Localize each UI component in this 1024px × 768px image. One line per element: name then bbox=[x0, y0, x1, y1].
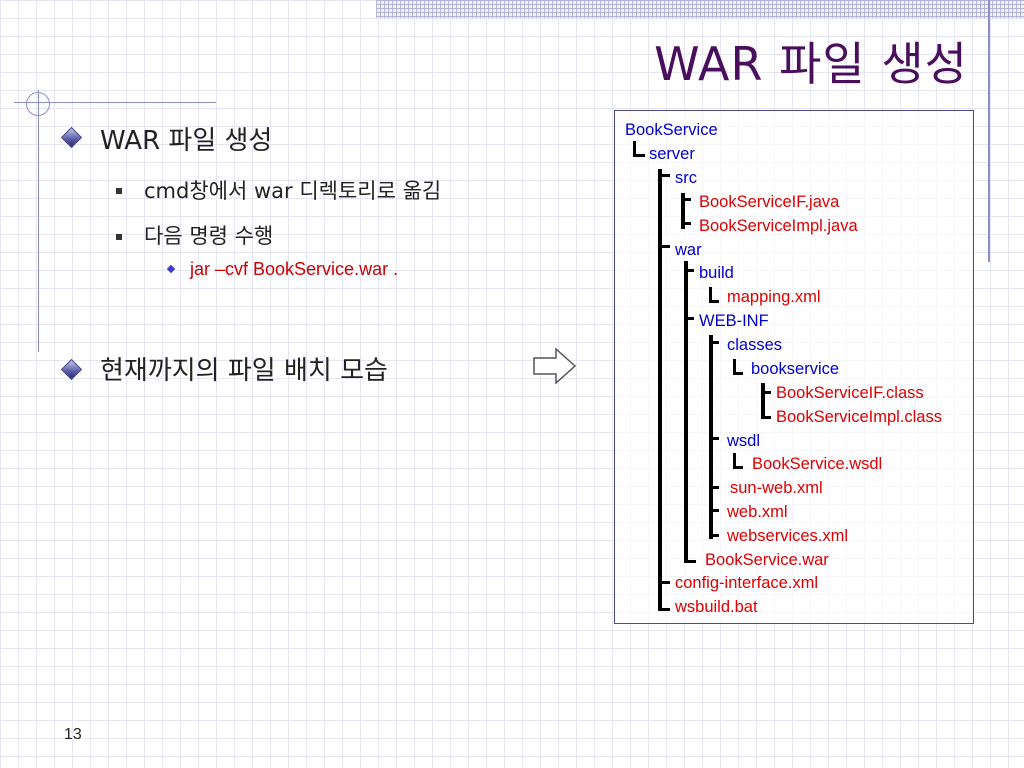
tree-classes: classes bbox=[727, 336, 783, 354]
diamond-bullet-icon bbox=[60, 126, 83, 149]
diamond-bullet-icon bbox=[60, 358, 83, 381]
tree-connector bbox=[633, 154, 645, 157]
tree-connector bbox=[761, 391, 771, 394]
crosshair-circle-icon bbox=[26, 92, 50, 116]
jar-command: jar –cvf BookService.war . bbox=[190, 259, 399, 279]
tree-connector bbox=[761, 383, 765, 419]
tree-connector bbox=[681, 198, 691, 201]
tree-root: BookService bbox=[625, 121, 718, 139]
left-accent-vline bbox=[38, 90, 39, 352]
tree-wsdl: wsdl bbox=[727, 432, 761, 450]
square-bullet-icon bbox=[116, 234, 122, 240]
tree-connector bbox=[733, 359, 736, 375]
file-tree-box: BookService server src BookServiceIF.jav… bbox=[614, 110, 974, 624]
bullet-file-layout: 현재까지의 파일 배치 모습 bbox=[100, 356, 388, 386]
tree-connector bbox=[658, 245, 670, 248]
right-arrow-icon bbox=[533, 347, 577, 385]
bullet-run-command: 다음 명령 수행 bbox=[144, 224, 274, 248]
tree-connector bbox=[658, 608, 670, 611]
tree-cls-if: BookServiceIF.class bbox=[776, 384, 924, 402]
tree-mapping: mapping.xml bbox=[727, 288, 821, 306]
tree-connector bbox=[658, 174, 670, 177]
tree-webservices: webservices.xml bbox=[727, 527, 849, 545]
tree-connector bbox=[709, 287, 712, 303]
small-diamond-bullet-icon bbox=[166, 264, 176, 274]
left-accent-hline bbox=[14, 102, 216, 103]
top-pattern-band bbox=[376, 0, 1024, 18]
tree-connector bbox=[681, 193, 685, 229]
tree-server: server bbox=[649, 145, 695, 163]
tree-webinf: WEB-INF bbox=[699, 312, 769, 330]
tree-sunweb: sun-web.xml bbox=[730, 479, 823, 497]
tree-connector bbox=[709, 534, 719, 537]
slide-title: WAR 파일 생성 bbox=[654, 37, 968, 91]
tree-cls-impl: BookServiceImpl.class bbox=[776, 408, 942, 426]
tree-connector bbox=[709, 341, 719, 344]
tree-wsbuild: wsbuild.bat bbox=[675, 598, 758, 616]
tree-wsdl-file: BookService.wsdl bbox=[752, 455, 883, 473]
tree-connector bbox=[658, 581, 670, 584]
tree-connector bbox=[684, 269, 694, 272]
tree-webxml: web.xml bbox=[727, 503, 788, 521]
tree-src: src bbox=[675, 169, 697, 187]
tree-connector bbox=[709, 300, 719, 303]
right-accent-line bbox=[988, 0, 990, 262]
tree-connector bbox=[633, 141, 636, 157]
tree-connector bbox=[761, 416, 771, 419]
tree-warfile: BookService.war bbox=[705, 551, 829, 569]
square-bullet-icon bbox=[116, 188, 122, 194]
tree-connector bbox=[684, 317, 694, 320]
tree-connector bbox=[684, 560, 696, 563]
tree-connector bbox=[733, 372, 743, 375]
tree-connector bbox=[658, 169, 662, 611]
tree-src-if: BookServiceIF.java bbox=[699, 193, 840, 211]
page-number: 13 bbox=[64, 726, 82, 743]
bullet-war-create: WAR 파일 생성 bbox=[100, 126, 273, 156]
tree-src-impl: BookServiceImpl.java bbox=[699, 217, 858, 235]
tree-war: war bbox=[675, 241, 702, 259]
tree-connector bbox=[709, 486, 719, 489]
tree-config: config-interface.xml bbox=[675, 574, 819, 592]
tree-bookservice: bookservice bbox=[751, 360, 840, 378]
tree-connector bbox=[681, 222, 691, 225]
bullet-cmd-move: cmd창에서 war 디렉토리로 옮김 bbox=[144, 179, 442, 203]
tree-build: build bbox=[699, 264, 734, 282]
tree-connector bbox=[733, 466, 743, 469]
tree-connector bbox=[709, 437, 719, 440]
tree-connector bbox=[709, 509, 719, 512]
tree-connector bbox=[733, 453, 736, 469]
tree-connector bbox=[684, 261, 688, 563]
